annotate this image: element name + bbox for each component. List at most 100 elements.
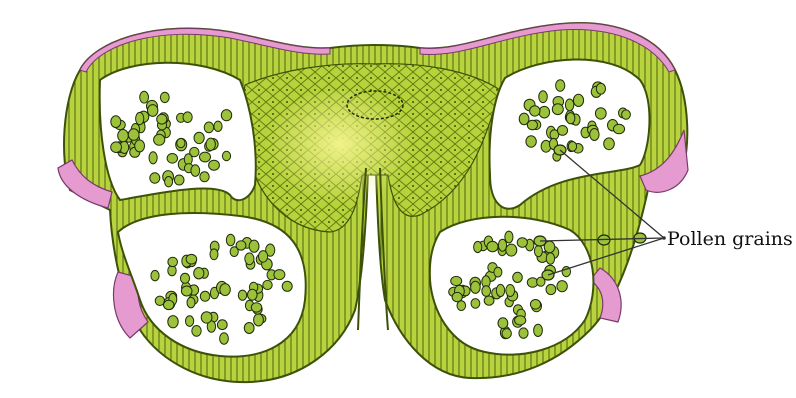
pollen-grain-icon — [221, 110, 231, 121]
pollen-grain-icon — [471, 281, 481, 293]
pollen-grain-icon — [530, 106, 540, 116]
pollen-grain-icon — [506, 244, 517, 256]
pollen-grain-icon — [506, 285, 515, 297]
pollen-grain-icon — [209, 160, 220, 170]
pollen-grain-icon — [539, 106, 550, 118]
pollen-grain-icon — [517, 238, 527, 248]
pollen-grain-icon — [248, 289, 258, 300]
pollen-grain-icon — [210, 249, 218, 260]
pollen-grain-icon — [151, 270, 159, 280]
pollen-grain-icon — [251, 303, 261, 312]
pollen-grain-icon — [513, 272, 523, 282]
pollen-grain-icon — [128, 129, 139, 141]
pollen-grain-icon — [180, 273, 189, 283]
pollen-grain-icon — [263, 280, 272, 289]
pollen-grain-icon — [148, 105, 158, 117]
pollen-grain-icon — [249, 240, 259, 252]
pollen-grain-icon — [168, 257, 178, 266]
pollen-grain-icon — [451, 276, 462, 285]
pollen-grain-icon — [282, 281, 292, 291]
pollen-grain-icon — [496, 284, 504, 296]
pollen-grain-icon — [565, 99, 573, 111]
pollen-grain-icon — [140, 91, 149, 103]
pollen-grain-icon — [186, 316, 194, 327]
pollen-grain-icon — [596, 83, 605, 94]
pollen-grain-icon — [165, 177, 173, 187]
pollen-grain-icon — [274, 270, 285, 280]
pollen-grain-icon — [136, 112, 144, 124]
pollen-grain-icon — [530, 300, 540, 310]
pollen-grain-icon — [474, 241, 482, 252]
pollen-grain-icon — [177, 139, 185, 148]
pollen-grain-icon — [201, 312, 212, 323]
pollen-grain-icon — [168, 316, 178, 328]
pollen-grain-icon — [183, 112, 192, 123]
pollen-grain-icon — [174, 175, 184, 185]
pollen-grain-icon — [226, 234, 235, 246]
pollen-grain-icon — [568, 142, 576, 152]
pollen-grain-icon — [546, 284, 556, 294]
pollen-grain-icon — [622, 110, 631, 119]
pollen-grain-icon — [164, 300, 174, 309]
pollen-grain-icon — [484, 296, 494, 305]
pollen-grain-icon — [245, 253, 254, 265]
pollen-grain-icon — [220, 333, 229, 345]
pollen-grain-icon — [118, 130, 129, 142]
pollen-grain-icon — [552, 104, 563, 115]
pollen-grain-icon — [244, 323, 254, 334]
pollen-grain-icon — [217, 320, 227, 330]
pollen-grain-icon — [167, 154, 177, 164]
pollen-grain-icon — [154, 134, 165, 145]
pollen-grain-icon — [534, 324, 543, 336]
pollen-grain-icon — [181, 286, 192, 296]
pollen-grain-icon — [515, 316, 526, 325]
pollen-grain-icon — [194, 132, 204, 143]
pollen-grain-icon — [556, 80, 565, 91]
pollen-grain-icon — [194, 268, 204, 279]
pollen-grain-icon — [236, 241, 246, 250]
pollen-grain-icon — [494, 267, 502, 277]
pollen-grain-icon — [487, 241, 498, 251]
pollen-grain-icon — [452, 292, 462, 301]
pollen-grain-icon — [111, 142, 122, 153]
pollen-grain-icon — [259, 251, 268, 263]
pollen-grain-icon — [204, 122, 213, 133]
pollen-grain-icon — [160, 92, 169, 102]
pollen-grain-icon — [595, 108, 606, 119]
pollen-grain-icon — [546, 253, 554, 265]
pollen-grain-icon — [557, 125, 567, 135]
pollen-grain-icon — [254, 314, 264, 326]
pollen-grain-icon — [220, 284, 230, 296]
pollen-grain-icon — [573, 94, 583, 106]
pollen-grain-icon — [200, 291, 210, 301]
pollen-grain-icon — [557, 281, 567, 292]
pollen-grain-icon — [604, 138, 615, 150]
pollen-grain-icon — [519, 328, 528, 338]
pollen-grain-icon — [187, 297, 195, 308]
pollen-grain-icon — [566, 113, 575, 124]
pollen-grain-icon — [192, 326, 201, 337]
pollen-grain-icon — [222, 151, 230, 160]
pollen-grain-icon — [206, 138, 215, 150]
pollen-grain-icon — [613, 124, 624, 134]
pollen-grain-icon — [191, 165, 200, 177]
pollen-grain-icon — [526, 136, 536, 147]
pollen-grain-icon — [471, 299, 480, 309]
pollen-grain-icon — [149, 152, 157, 164]
pollen-grain-icon — [590, 129, 599, 141]
pollen-grain-icon — [111, 116, 121, 128]
pollen-grain-icon — [150, 173, 160, 183]
pollen-grain-icon — [498, 318, 508, 329]
pollen-grain-icon — [157, 114, 167, 124]
pollen-grain-icon — [534, 246, 542, 257]
pollen-grain-icon — [539, 91, 548, 103]
pollen-grain-icon — [502, 329, 511, 339]
pollen-grain-icon — [527, 120, 537, 130]
pollen-grain-icon — [135, 140, 145, 152]
pollen-grain-icon — [238, 290, 246, 300]
label-pollen-grains: Pollen grains — [667, 228, 793, 250]
pollen-grain-icon — [214, 121, 222, 131]
pollen-grain-icon — [200, 152, 211, 162]
pollen-grain-icon — [200, 172, 209, 182]
